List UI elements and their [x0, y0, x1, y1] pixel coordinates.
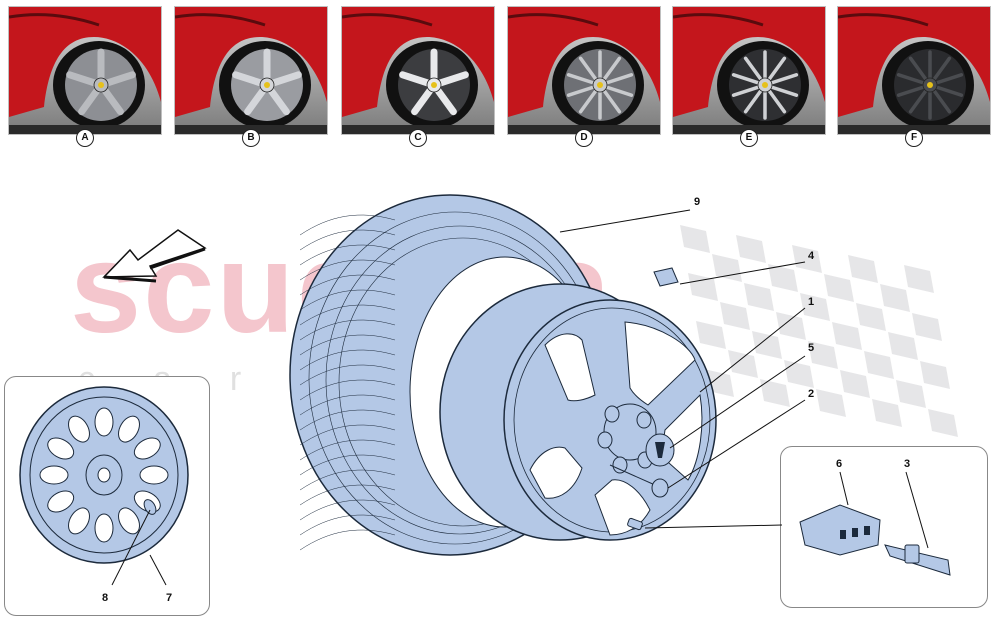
callout-3: 3 — [904, 458, 911, 470]
spare-wheel — [19, 386, 189, 564]
callout-4: 4 — [808, 250, 815, 262]
wheel-variant-a[interactable] — [8, 6, 162, 135]
callout-2: 2 — [808, 388, 815, 400]
balance-weight — [653, 267, 679, 287]
wheel-variant-b[interactable] — [174, 6, 328, 135]
valve — [627, 517, 643, 531]
callout-5: 5 — [808, 342, 815, 354]
variant-label-b: B — [242, 129, 260, 147]
checkered-flag-watermark — [680, 225, 958, 437]
wheel-variant-e[interactable] — [672, 6, 826, 135]
variant-label-c: C — [409, 129, 427, 147]
direction-arrow-icon — [102, 229, 207, 283]
rim — [439, 283, 717, 541]
hub-cap — [645, 433, 675, 467]
wheel-bolt — [609, 464, 669, 498]
variant-label-a: A — [76, 129, 94, 147]
wheel-variant-d[interactable] — [507, 6, 661, 135]
callout-9: 9 — [694, 196, 701, 208]
variant-label-f: F — [905, 129, 923, 147]
callout-7: 7 — [166, 592, 173, 604]
callout-8: 8 — [102, 592, 109, 604]
wheel-variant-f[interactable] — [837, 6, 991, 135]
leader-lines — [111, 209, 929, 586]
callout-1: 1 — [808, 296, 815, 308]
tpms-valve-stem — [884, 544, 951, 576]
variant-label-d: D — [575, 129, 593, 147]
wheel-variant-c[interactable] — [341, 6, 495, 135]
variant-label-e: E — [740, 129, 758, 147]
callout-6: 6 — [836, 458, 843, 470]
tpms-sensor — [799, 504, 881, 556]
